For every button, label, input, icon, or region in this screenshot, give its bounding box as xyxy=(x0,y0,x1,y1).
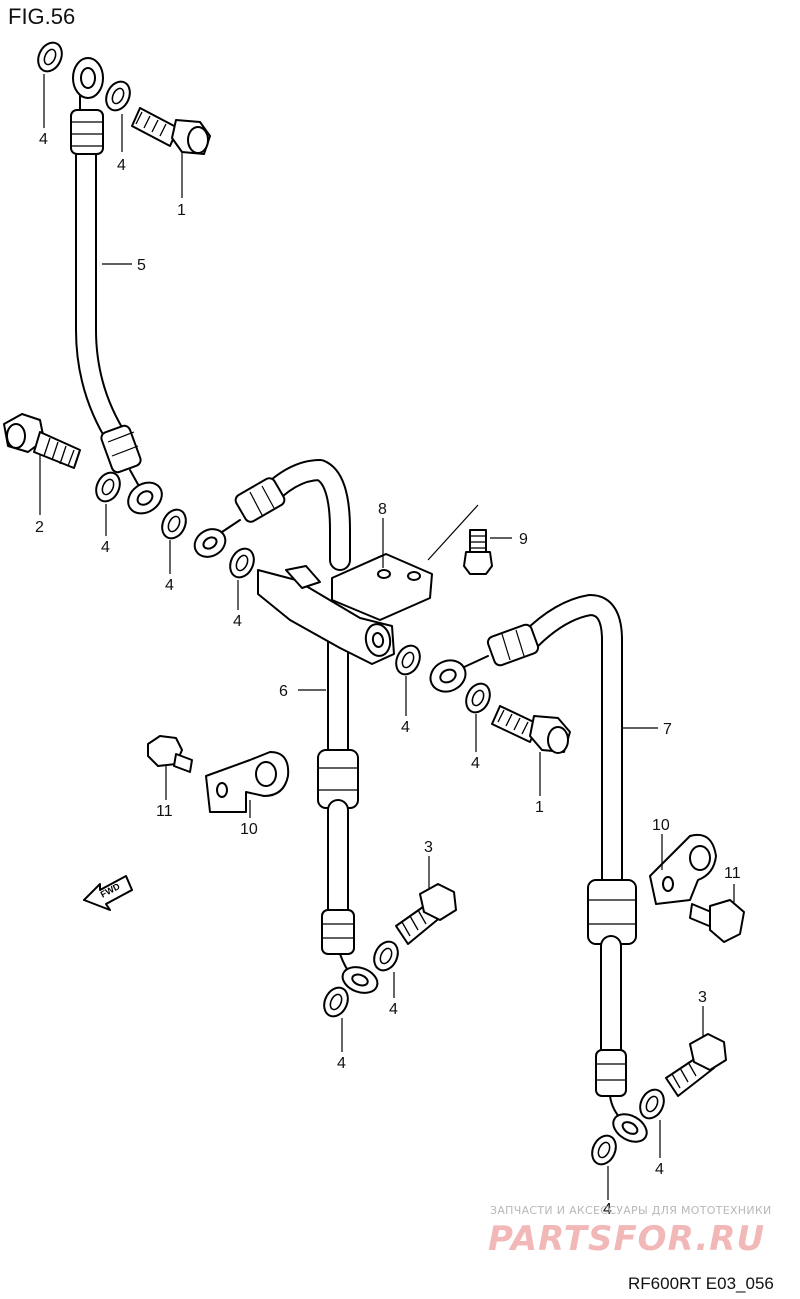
callout-1: 1 xyxy=(535,799,544,816)
forward-arrow-icon: FWD xyxy=(83,875,133,911)
callout-10: 10 xyxy=(240,821,258,838)
callout-4: 4 xyxy=(655,1161,664,1178)
callout-3: 3 xyxy=(424,839,433,856)
washer-4 xyxy=(156,504,192,544)
callout-1: 1 xyxy=(177,202,186,219)
callout-4: 4 xyxy=(337,1055,346,1072)
watermark: ЗАПЧАСТИ И АКСЕССУАРЫ ДЛЯ МОТОТЕХНИКИ PA… xyxy=(488,1204,772,1259)
clamp-10-right xyxy=(649,834,717,905)
callout-4: 4 xyxy=(603,1201,612,1218)
callout-4: 4 xyxy=(39,131,48,148)
figure-title: FIG.56 xyxy=(8,4,75,29)
callout-6: 6 xyxy=(279,683,288,700)
washer-4 xyxy=(634,1084,670,1124)
callout-3: 3 xyxy=(698,989,707,1006)
callout-4: 4 xyxy=(401,719,410,736)
brake-hose-6 xyxy=(193,459,379,994)
bolt-11-left xyxy=(147,735,193,773)
brake-hose-5 xyxy=(70,57,163,515)
callout-8: 8 xyxy=(378,501,387,518)
watermark-tagline: ЗАПЧАСТИ И АКСЕССУАРЫ ДЛЯ МОТОТЕХНИКИ xyxy=(490,1204,772,1217)
callout-4: 4 xyxy=(233,613,242,630)
washer-4 xyxy=(224,543,260,583)
banjo-bolt-3-center xyxy=(395,883,457,945)
banjo-bolt-3-lower xyxy=(665,1033,727,1097)
three-way-joint-8 xyxy=(257,504,479,665)
callout-10: 10 xyxy=(652,817,670,834)
callout-7: 7 xyxy=(663,721,672,738)
washer-4 xyxy=(586,1130,622,1170)
clamp-10-left xyxy=(205,751,290,813)
callout-4: 4 xyxy=(165,577,174,594)
banjo-bolt-1-top xyxy=(131,107,211,155)
bolt-11-right xyxy=(689,899,745,943)
washer-4 xyxy=(100,76,136,116)
brake-hose-7 xyxy=(429,594,648,1143)
callout-4: 4 xyxy=(101,539,110,556)
washer-4 xyxy=(318,982,354,1022)
callout-2: 2 xyxy=(35,519,44,536)
callout-5: 5 xyxy=(137,257,146,274)
washer-4 xyxy=(32,37,68,77)
washer-4 xyxy=(460,678,496,718)
washer-4 xyxy=(390,640,426,680)
bolt-9 xyxy=(463,529,493,575)
banjo-bolt-1-right xyxy=(491,705,571,754)
callout-4: 4 xyxy=(389,1001,398,1018)
banjo-bolt-2 xyxy=(3,413,81,469)
callout-4: 4 xyxy=(117,157,126,174)
diagram-code: RF600RT E03_056 xyxy=(628,1274,774,1293)
callout-4: 4 xyxy=(471,755,480,772)
callout-9: 9 xyxy=(519,531,528,548)
callouts: 4 4 1 5 2 4 4 4 8 9 6 4 4 1 7 11 10 10 1… xyxy=(35,131,741,1218)
callout-11: 11 xyxy=(724,865,741,882)
callout-11: 11 xyxy=(156,803,173,820)
watermark-brand: PARTSFOR.RU xyxy=(488,1219,765,1259)
leader-lines xyxy=(39,74,735,1200)
washer-4 xyxy=(90,467,126,507)
washer-4 xyxy=(368,936,404,976)
